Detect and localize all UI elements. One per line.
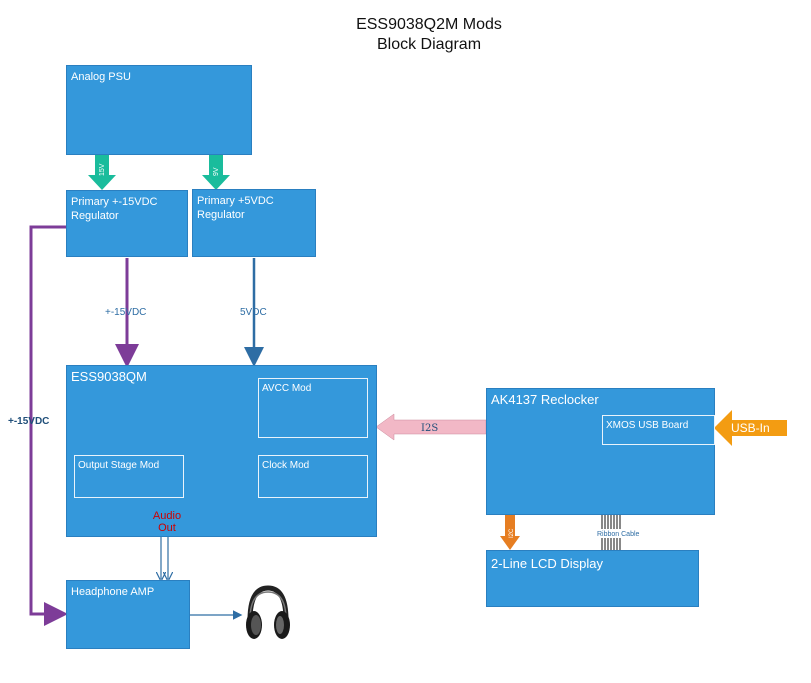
label-i2c: I2C (509, 528, 515, 538)
audio-out-label: Audio Out (152, 510, 182, 534)
label-9v: 9V (213, 167, 220, 176)
regulator-15vdc-label: Primary +-15VDC Regulator (71, 196, 158, 222)
arrow-i2s (375, 413, 487, 441)
headphones-icon (246, 585, 290, 639)
regulator-5vdc-block: Primary +5VDC Regulator (192, 189, 316, 257)
diagram-title-line1: ESS9038Q2M Mods (356, 16, 502, 33)
label-rail-5vdc: 5VDC (240, 307, 267, 318)
xmos-usb-board-label: XMOS USB Board (606, 420, 689, 431)
xmos-usb-board-block: XMOS USB Board (602, 415, 715, 445)
clock-mod-label: Clock Mod (262, 460, 310, 471)
reclocker-label: AK4137 Reclocker (491, 392, 599, 407)
connector-15vdc-side (29, 225, 68, 626)
label-ribbon-cable: Ribbon Cable (597, 531, 640, 538)
lcd-display-label: 2-Line LCD Display (491, 556, 603, 571)
arrow-9v (202, 155, 230, 190)
dac-block: ESS9038QM AVCC Mod Output Stage Mod Cloc… (66, 365, 377, 537)
analog-psu-label: Analog PSU (71, 71, 131, 83)
diagram-title-line2: Block Diagram (376, 36, 482, 53)
avcc-mod-label: AVCC Mod (262, 383, 312, 394)
analog-psu-block: Analog PSU (66, 65, 252, 155)
output-stage-mod-block: Output Stage Mod (74, 455, 184, 498)
headphone-amp-block: Headphone AMP (66, 580, 190, 649)
label-rail-15vdc-side: +-15VDC (8, 416, 50, 427)
reclocker-block: AK4137 Reclocker XMOS USB Board (486, 388, 715, 515)
label-rail-15vdc: +-15VDC (105, 307, 147, 318)
label-i2s: I2S (421, 423, 438, 434)
arrow-i2c (500, 515, 520, 550)
arrow-usb-in (714, 410, 787, 446)
regulator-15vdc-block: Primary +-15VDC Regulator (66, 190, 188, 257)
lcd-display-block: 2-Line LCD Display (486, 550, 699, 607)
dac-label: ESS9038QM (71, 369, 147, 384)
label-usb-in: USB-In (731, 421, 770, 435)
regulator-5vdc-label: Primary +5VDC Regulator (197, 195, 274, 221)
clock-mod-block: Clock Mod (258, 455, 368, 498)
label-15v: 15V (99, 163, 106, 176)
output-stage-mod-label: Output Stage Mod (78, 460, 160, 471)
headphone-amp-label: Headphone AMP (71, 586, 155, 598)
avcc-mod-block: AVCC Mod (258, 378, 368, 438)
arrow-15v (88, 155, 116, 190)
